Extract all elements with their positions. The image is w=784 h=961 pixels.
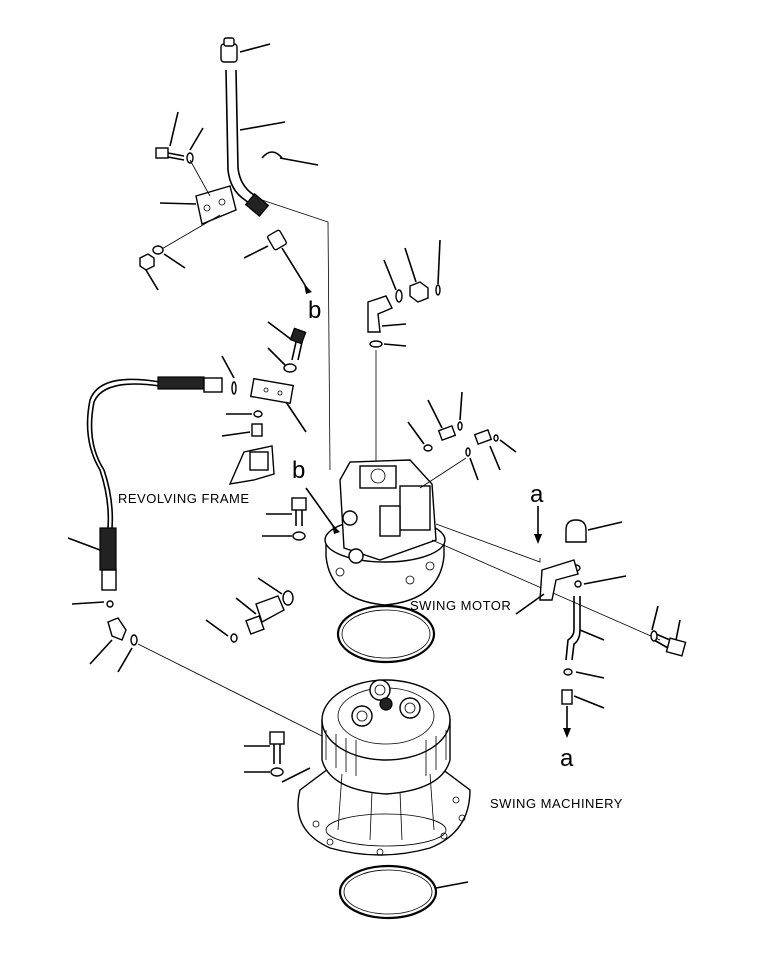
ref-b-mid: b bbox=[292, 457, 305, 484]
swing-machinery bbox=[244, 679, 471, 856]
elbow-fitting-group bbox=[367, 239, 441, 470]
breather-bracket-assembly: a a bbox=[515, 481, 687, 772]
ref-a-top: a bbox=[530, 481, 544, 508]
label-revolving-frame: REVOLVING FRAME bbox=[118, 491, 250, 506]
ref-a-bottom: a bbox=[560, 745, 574, 772]
drain-pipe-assembly bbox=[139, 37, 331, 471]
hose-assembly bbox=[67, 321, 331, 741]
o-ring-lower bbox=[338, 864, 469, 920]
ref-b-top: b bbox=[308, 297, 321, 324]
o-ring-upper bbox=[336, 604, 436, 664]
label-swing-motor: SWING MOTOR bbox=[410, 598, 511, 613]
swing-motor bbox=[205, 391, 661, 643]
label-swing-machinery: SWING MACHINERY bbox=[490, 796, 623, 811]
